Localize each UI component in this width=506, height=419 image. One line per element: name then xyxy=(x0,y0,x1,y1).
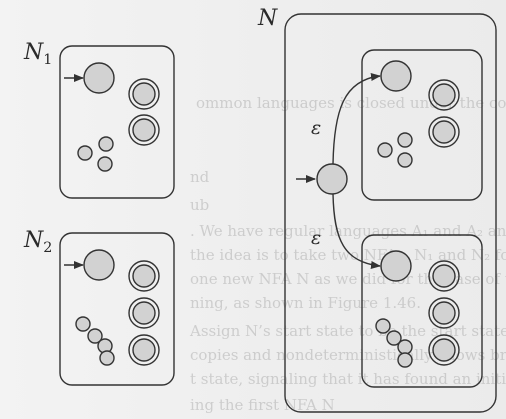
n2-accept-state xyxy=(128,260,160,292)
n-n2-state xyxy=(375,318,391,334)
label-epsilon-top: ε xyxy=(311,117,322,139)
n-n1-accept-state xyxy=(428,79,460,111)
n1-accept-state-inner xyxy=(132,118,156,142)
bleed-text-line: ub xyxy=(190,196,210,214)
n-n2-accept-state-inner xyxy=(432,338,456,362)
n2-accept-state-inner xyxy=(132,264,156,288)
n-n1-state xyxy=(397,152,413,168)
n-n1-accept-state xyxy=(428,116,460,148)
n2-state xyxy=(75,316,91,332)
epsilon-transition-top xyxy=(332,73,381,165)
n2-accept-state xyxy=(128,297,160,329)
n2-accept-state xyxy=(128,334,160,366)
bleed-text-line: ning, as shown in Figure 1.46. xyxy=(190,294,421,312)
n1-start-state xyxy=(83,62,115,94)
n2-state xyxy=(87,328,103,344)
n-n2-state xyxy=(386,330,402,346)
n-n2-state xyxy=(397,339,413,355)
n1-state xyxy=(97,156,113,172)
n-n2-state xyxy=(397,352,413,368)
bleed-text-line: nd xyxy=(190,168,210,186)
bleed-text-line: one new NFA N as we did for the case of … xyxy=(190,270,506,288)
n-n1-accept-state-inner xyxy=(432,83,456,107)
label-n1: N1 xyxy=(24,40,53,68)
n-n1-state xyxy=(397,132,413,148)
n1-accept-state-inner xyxy=(132,82,156,106)
n2-state xyxy=(99,350,115,366)
label-n2: N2 xyxy=(24,228,53,256)
bleed-text-line: copies and nondeterministically allows b… xyxy=(190,346,506,364)
n-new-start-state xyxy=(316,163,348,195)
n2-accept-state-inner xyxy=(132,301,156,325)
n-n2-accept-state xyxy=(428,334,460,366)
n-n1-state xyxy=(377,142,393,158)
n1-state xyxy=(77,145,93,161)
epsilon-transition-bottom xyxy=(332,193,381,269)
n-n2-accept-state xyxy=(428,297,460,329)
nfa-n-inner-n2-box xyxy=(361,234,483,388)
n-n2-accept-state xyxy=(428,260,460,292)
bleed-text-line: Assign N’s start state to be the start s… xyxy=(190,322,506,340)
bleed-text-line: the idea is to take two NFAs, N₁ and N₂ … xyxy=(190,246,506,264)
n-n2-accept-state-inner xyxy=(432,264,456,288)
n-n1-start-state xyxy=(380,60,412,92)
nfa-n-outer-box xyxy=(284,13,497,413)
n-n1-accept-state-inner xyxy=(432,120,456,144)
bleed-text-line: t state, signaling that it has found an … xyxy=(190,370,506,388)
n2-accept-state-inner xyxy=(132,338,156,362)
nfa-n1-box xyxy=(59,45,175,199)
n-n2-start-state xyxy=(380,250,412,282)
label-epsilon-bottom: ε xyxy=(311,227,322,249)
n1-accept-state xyxy=(128,78,160,110)
n1-accept-state xyxy=(128,114,160,146)
bleed-text-line: ommon languages is closed under the conc… xyxy=(196,94,506,112)
label-n: N xyxy=(258,6,278,31)
n1-state xyxy=(98,136,114,152)
n2-start-state xyxy=(83,249,115,281)
nfa-n2-box xyxy=(59,232,175,386)
bleed-text-line: ing the first NFA N xyxy=(190,396,335,414)
nfa-n-inner-n1-box xyxy=(361,49,483,201)
n-n2-accept-state-inner xyxy=(432,301,456,325)
